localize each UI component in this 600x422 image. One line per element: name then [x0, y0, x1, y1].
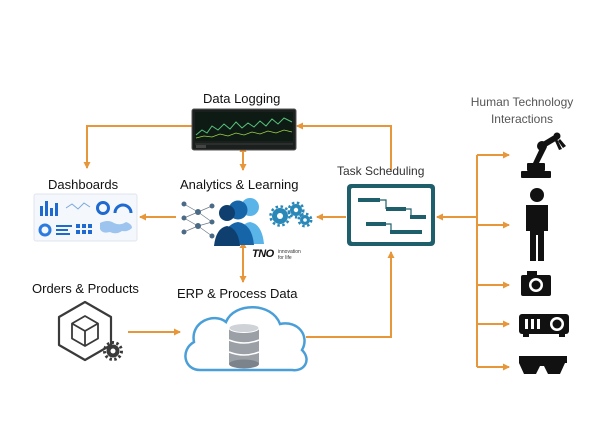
arrow-erp-to-scheduling: [306, 251, 395, 338]
human-tech-line1: Human Technology: [470, 95, 574, 109]
dashboards-label: Dashboards: [48, 177, 119, 192]
human-tech-line2: Interactions: [490, 112, 554, 126]
erp-process-data-label: ERP & Process Data: [177, 286, 298, 301]
dashboards-panel-icon: [33, 193, 138, 242]
robot-arm-icon: [521, 132, 566, 178]
small-gear-icon: [103, 341, 123, 361]
tno-tagline: innovation for life: [278, 249, 301, 261]
orders-products-cube-icon: [57, 300, 113, 362]
arrow-logging-to-dashboards: [83, 125, 192, 169]
data-logging-monitor-icon: [191, 108, 297, 151]
camera-icon: [521, 271, 551, 296]
tno-tagline-line2: for life: [278, 255, 292, 261]
people-silhouettes: [214, 198, 264, 246]
database-icon: [228, 323, 260, 369]
human-technology-interactions-label: Human Technology Interactions: [462, 94, 582, 128]
analytics-learning-label: Analytics & Learning: [180, 177, 299, 192]
task-scheduling-gantt-icon: [347, 184, 435, 246]
tno-logo: TNO: [252, 248, 274, 260]
arrow-scheduling-to-logging: [296, 122, 392, 170]
analytics-learning-icon: [181, 198, 313, 246]
tno-tagline-line1: innovation: [278, 249, 301, 255]
data-logging-label: Data Logging: [203, 91, 281, 106]
connectors: [83, 122, 510, 371]
task-scheduling-label: Task Scheduling: [337, 164, 425, 178]
erp-cloud-database-icon: [184, 306, 308, 372]
projector-icon: [519, 314, 569, 337]
orders-products-label: Orders & Products: [32, 281, 139, 296]
person-icon: [526, 188, 548, 261]
smart-glasses-icon: [519, 356, 567, 374]
